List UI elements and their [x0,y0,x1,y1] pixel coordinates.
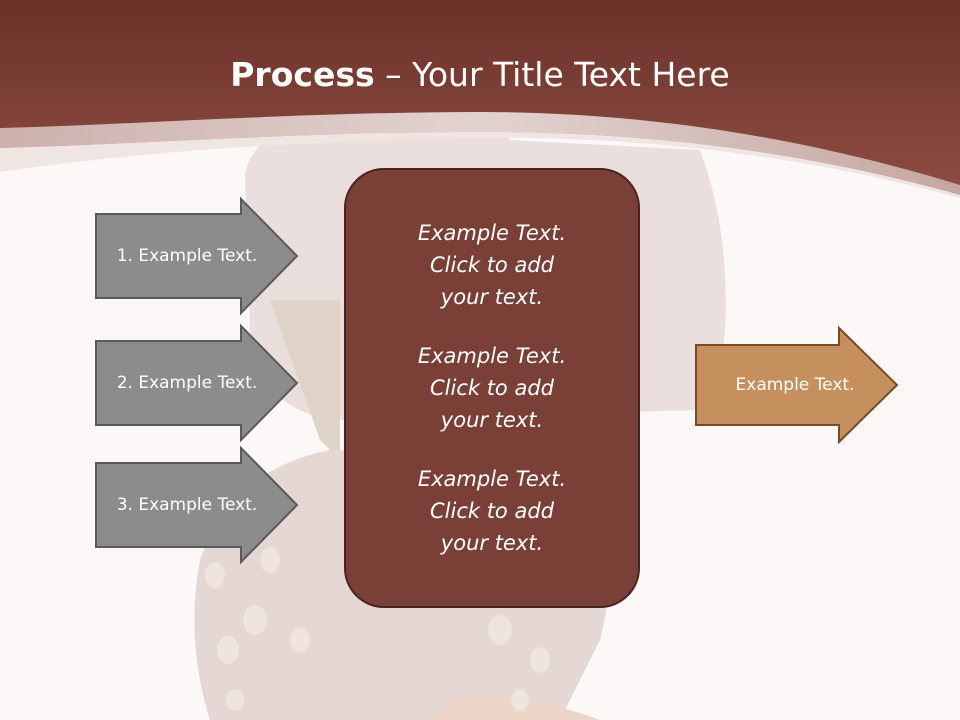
arrow-right-icon [95,445,299,565]
output-arrow-label: Example Text. [735,375,855,395]
input-arrow-label: 2. Example Text. [116,373,258,393]
arrow-right-icon [95,323,299,443]
process-text-block-3[interactable]: Example Text. Click to add your text. [417,467,567,555]
slide-title: Process – Your Title Text Here [0,52,960,98]
title-dash: – [374,55,413,94]
title-text: Your Title Text Here [412,55,730,94]
input-arrow-2[interactable]: 2. Example Text. [95,323,299,443]
arrow-right-icon [695,325,899,445]
header-swoosh [0,112,960,195]
arrow-right-icon [95,196,299,316]
process-text-block-1[interactable]: Example Text. Click to add your text. [417,221,567,309]
input-arrow-3[interactable]: 3. Example Text. [95,445,299,565]
input-arrow-label: 3. Example Text. [116,495,258,515]
input-arrow-label: 1. Example Text. [116,246,258,266]
input-arrow-1[interactable]: 1. Example Text. [95,196,299,316]
process-box[interactable]: Example Text. Click to add your text. Ex… [344,168,640,608]
header-swoosh-lower [0,132,960,198]
process-text-block-2[interactable]: Example Text. Click to add your text. [417,344,567,432]
title-bold: Process [230,55,375,94]
output-arrow[interactable]: Example Text. [695,325,899,445]
